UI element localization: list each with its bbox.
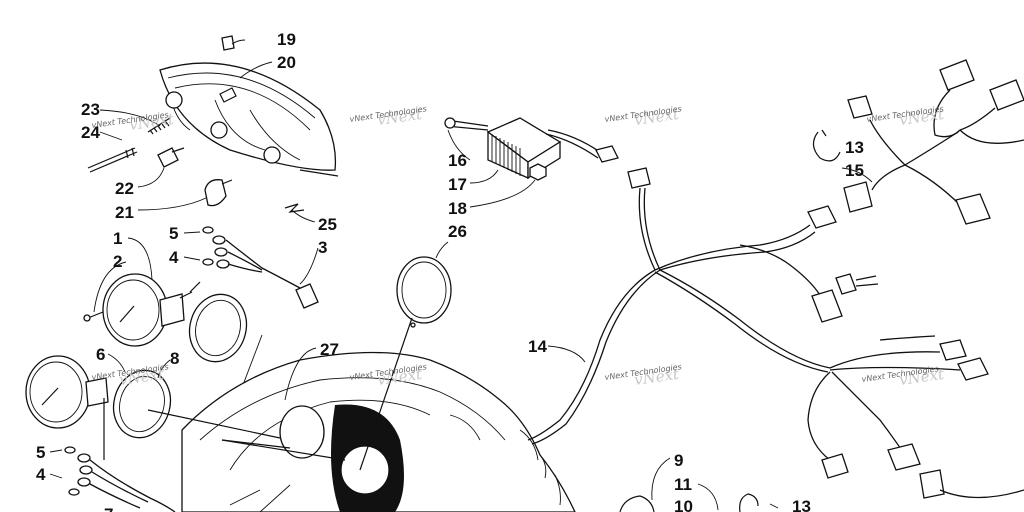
dash-panel [181,351,576,512]
callout-27: 27 [320,340,339,359]
tachometer-gauge [102,273,193,347]
headlight-bracket-clip [221,35,235,51]
callout-13-upper: 13 [845,138,864,157]
callout-23: 23 [81,100,100,119]
callout-8: 8 [170,349,179,368]
callout-10: 10 [674,497,693,512]
callout-17: 17 [448,175,467,194]
callout-labels: 19 20 23 24 22 21 25 16 17 18 26 13 15 1… [36,30,864,512]
callout-16: 16 [448,151,467,170]
callout-1: 1 [113,229,122,248]
gauge-seal-ring-upper [188,293,248,363]
callout-13-lower: 13 [792,497,811,512]
adjuster-screw [87,147,138,173]
callout-11: 11 [674,475,692,494]
gauge-bulb-pin [83,311,104,322]
cable-tie-upper [812,129,841,162]
callout-26: 26 [448,222,467,241]
callout-14: 14 [528,337,547,356]
gauge-sockets-upper [189,226,319,309]
callout-5-lower: 5 [36,443,45,462]
callout-25: 25 [318,215,337,234]
speedometer-gauge [25,355,109,429]
callout-20: 20 [277,53,296,72]
retainer-clip [284,203,305,213]
callout-21: 21 [115,203,134,222]
gauge-sockets-lower [64,398,176,512]
callout-22: 22 [115,179,134,198]
callout-18: 18 [448,199,467,218]
regulator-nut [529,163,547,181]
bulb-socket [157,147,185,168]
callout-6: 6 [96,345,105,364]
callout-5-upper: 5 [169,224,178,243]
main-wiring-harness [527,167,1024,499]
callout-7: 7 [104,505,113,512]
callout-2: 2 [113,252,122,271]
callout-4-upper: 4 [169,248,179,267]
headlight-housing [159,62,339,177]
regulator-screw [444,117,489,131]
gauge-seal-ring-lower [112,369,172,439]
callout-19: 19 [277,30,296,49]
headlight-trim-ring [396,256,452,328]
callout-4-lower: 4 [36,465,46,484]
voltage-regulator [486,117,619,180]
bulb-boot [204,179,233,207]
callout-3: 3 [318,238,327,257]
grommet [619,495,655,512]
callout-24: 24 [81,123,100,142]
callout-15: 15 [845,161,864,180]
callout-9: 9 [674,451,683,470]
accessory-harness [843,59,1024,225]
cable-tie-lower [739,493,759,512]
